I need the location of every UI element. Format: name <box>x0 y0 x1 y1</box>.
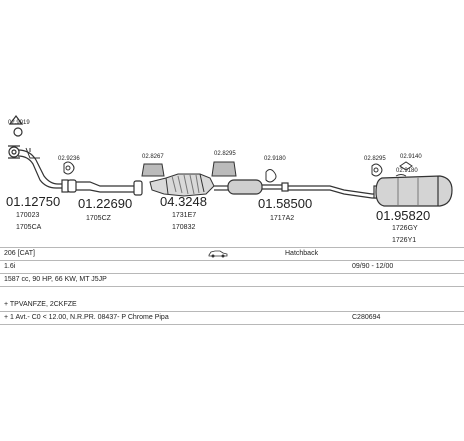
catalytic-converter-part <box>149 173 215 197</box>
part-number-5: 01.95820 <box>376 208 430 223</box>
engine-text: 1.6i <box>4 263 16 270</box>
part-number-2: 01.22690 <box>78 196 132 211</box>
rear-silencer-part <box>288 175 453 207</box>
fitting-label-7: 02.9180 <box>396 168 418 174</box>
oem-code-3a: 1731E7 <box>172 212 196 219</box>
info-row-notes: + TPVANFZE, 2CKFZE <box>0 299 464 312</box>
clamp-fitting-8 <box>395 174 407 177</box>
oem-code-1a: 170023 <box>16 212 39 219</box>
clamp-fitting-5 <box>265 169 277 183</box>
fitting-label-3: 02.8267 <box>142 154 164 160</box>
exhaust-diagram: 01.12750 170023 1705CA 01.22690 1705CZ 0… <box>6 115 453 244</box>
clamp-fitting-2 <box>63 161 75 175</box>
oem-code-5a: 1726GY <box>392 225 418 232</box>
oem-code-2a: 1705CZ <box>86 215 112 222</box>
info-row-engine: 1.6i 09/90 - 12/00 <box>0 261 464 274</box>
fitting-label-2: 02.9236 <box>58 156 80 162</box>
fitting-label-4: 02.8295 <box>214 151 236 157</box>
part-number-1: 01.12750 <box>6 194 60 209</box>
info-row-extra: + 1 Avt.- C0 < 12.00, N.R.PR. 08437- P C… <box>0 312 464 325</box>
clamp-fitting-4 <box>211 161 237 177</box>
oem-code-1b: 1705CA <box>16 224 42 231</box>
part-number-4: 01.58500 <box>258 196 312 211</box>
info-table-top-rule <box>0 247 464 248</box>
front-pipe-part <box>67 179 143 196</box>
clamp-fitting-7 <box>399 161 413 171</box>
fitting-label-1: 02.9019 <box>8 120 30 126</box>
specs-text: 1587 cc, 90 HP, 66 KW, MT J5JP <box>4 276 107 283</box>
fitting-label-5: 02.9180 <box>264 156 286 162</box>
extra-text: + 1 Avt.- C0 < 12.00, N.R.PR. 08437- P C… <box>4 314 169 321</box>
fitting-label-8: 02.9140 <box>400 154 422 160</box>
info-row-model: 206 [CAT] Hatchback <box>0 248 464 261</box>
body-type-text: Hatchback <box>285 250 319 257</box>
clamp-fitting-6 <box>371 163 383 177</box>
catalog-code-text: C280694 <box>352 314 381 321</box>
car-icon <box>208 248 228 263</box>
clamp-fitting-1 <box>25 147 40 159</box>
oem-code-4a: 1717A2 <box>270 215 294 222</box>
notes-text: + TPVANFZE, 2CKFZE <box>4 301 77 308</box>
oem-code-5b: 1726Y1 <box>392 237 416 244</box>
info-row-specs: 1587 cc, 90 HP, 66 KW, MT J5JP <box>0 274 464 287</box>
part-number-3: 04.3248 <box>160 194 207 209</box>
clamp-fitting-3 <box>141 163 165 177</box>
period-text: 09/90 - 12/00 <box>352 263 394 270</box>
center-silencer-part <box>214 179 289 195</box>
oem-code-3b: 170832 <box>172 224 195 231</box>
fitting-label-6: 02.8295 <box>364 156 386 162</box>
downpipe-part <box>8 115 69 193</box>
model-text: 206 [CAT] <box>4 250 35 257</box>
info-row-spacer <box>0 287 464 299</box>
